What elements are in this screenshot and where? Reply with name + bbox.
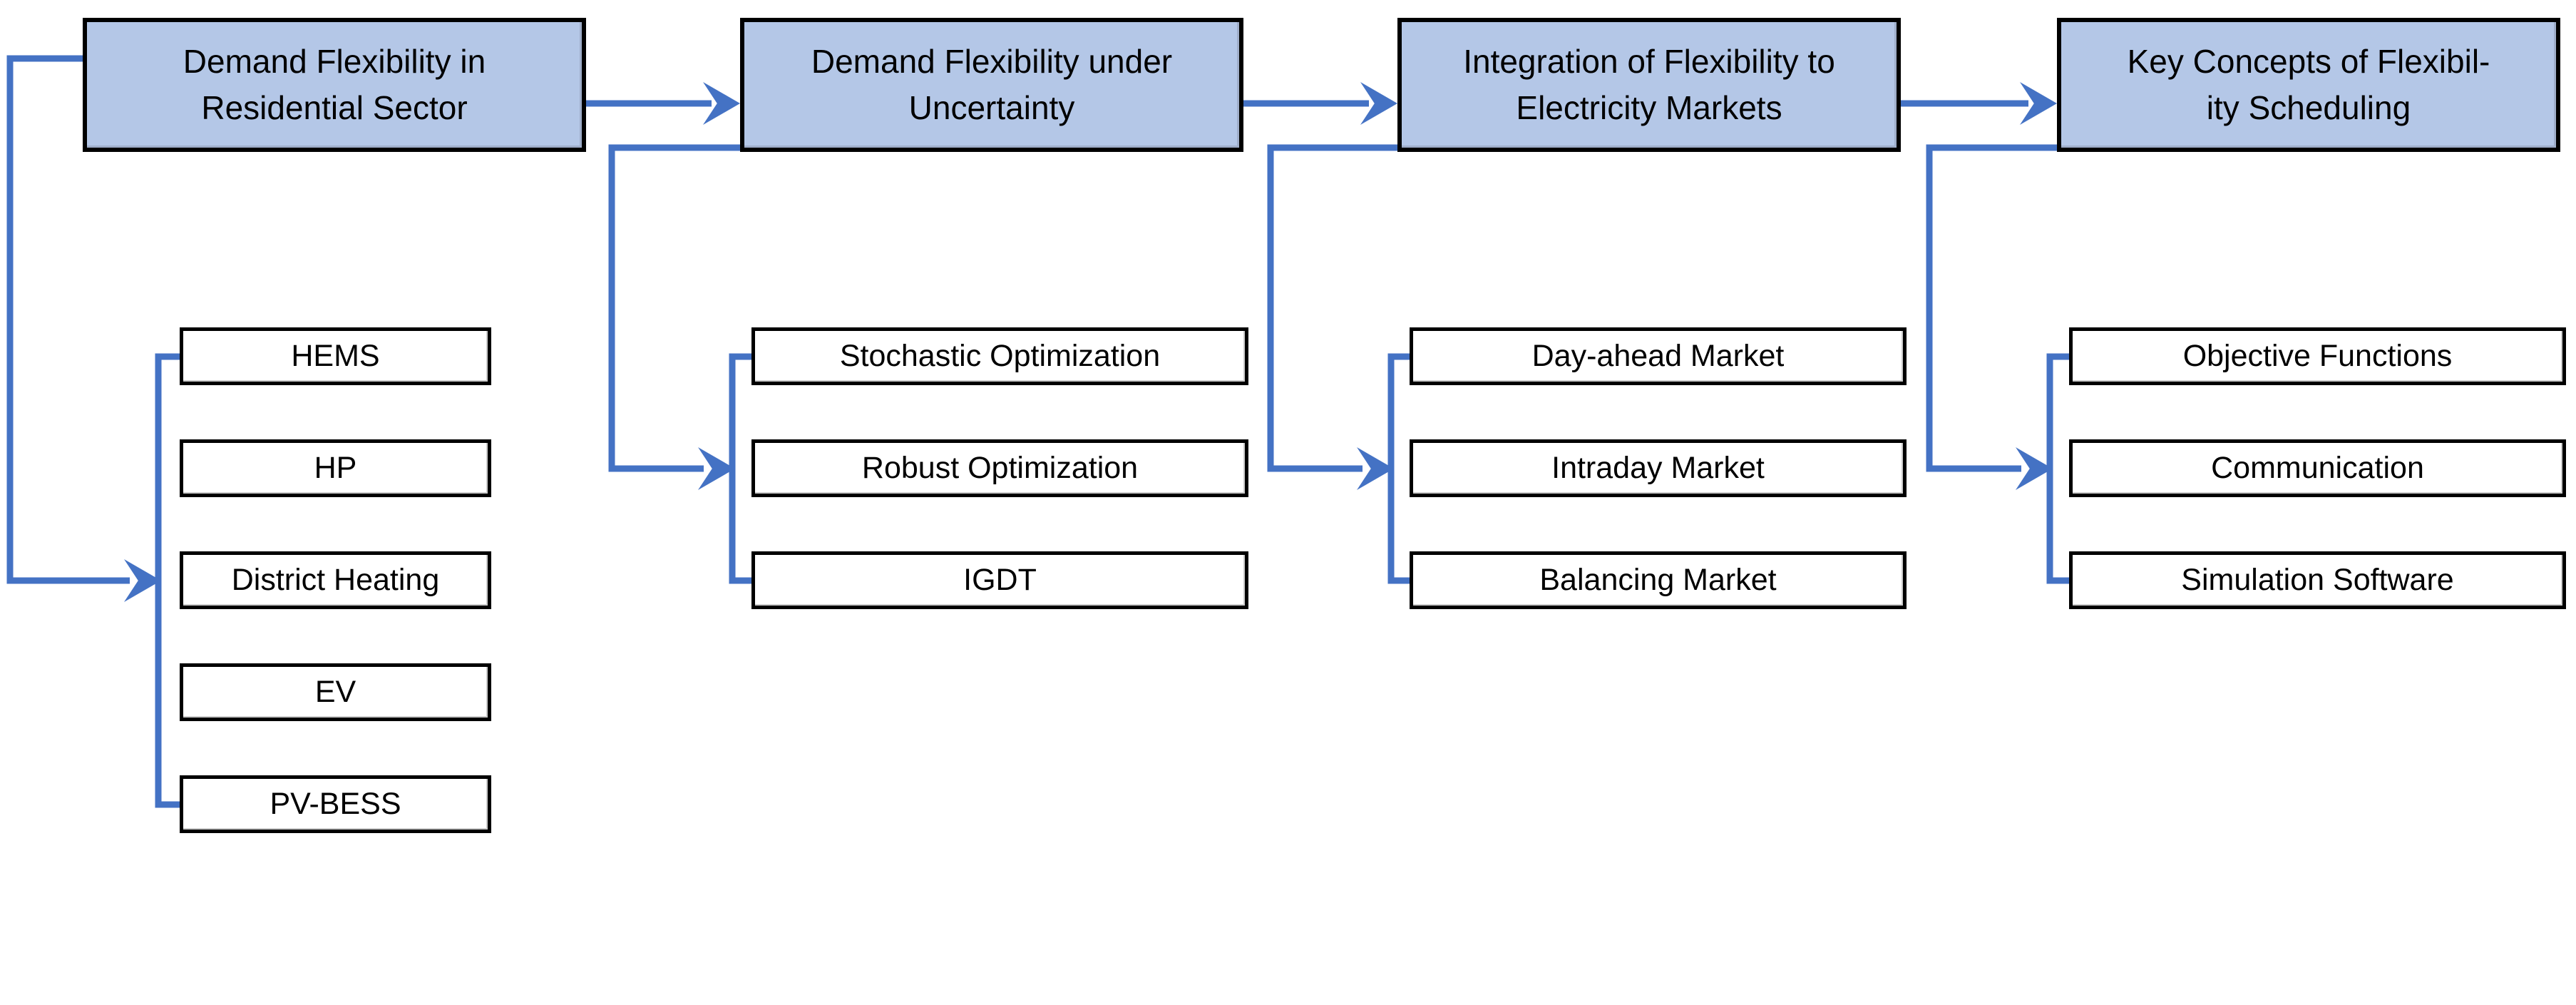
- arrow-1-to-2-head: [703, 82, 740, 125]
- header-label-col-3: Integration of Flexibility to Electricit…: [1463, 42, 1835, 126]
- leaf-label-district-heating: District Heating: [231, 562, 440, 597]
- leaf-label-stochastic-optimization: Stochastic Optimization: [839, 338, 1161, 373]
- col-1-feed-arrow-head-icon: [124, 559, 161, 602]
- leaf-box-day-ahead-market[interactable]: Day-ahead Market: [1410, 327, 1907, 385]
- leaf-box-hems[interactable]: HEMS: [180, 327, 491, 385]
- arrow-3-to-4-head: [2020, 82, 2057, 125]
- leaf-box-objective-functions[interactable]: Objective Functions: [2069, 327, 2566, 385]
- leaf-box-intraday-market[interactable]: Intraday Market: [1410, 439, 1907, 497]
- col-4-feed-arrow-head-icon: [2016, 447, 2053, 490]
- leaf-box-robust-optimization[interactable]: Robust Optimization: [751, 439, 1248, 497]
- leaf-box-district-heating[interactable]: District Heating: [180, 551, 491, 609]
- header-label-col-4: Key Concepts of Flexibil- ity Scheduling: [2127, 42, 2490, 126]
- header-box-col-2[interactable]: Demand Flexibility under Uncertainty: [740, 18, 1243, 152]
- header-box-col-4[interactable]: Key Concepts of Flexibil- ity Scheduling: [2057, 18, 2560, 152]
- leaf-label-day-ahead-market: Day-ahead Market: [1531, 338, 1785, 373]
- leaf-box-igdt[interactable]: IGDT: [751, 551, 1248, 609]
- col-3-feed-arrow-head-icon: [1357, 447, 1394, 490]
- leaf-label-objective-functions: Objective Functions: [2182, 338, 2453, 373]
- arrow-2-to-3-head: [1360, 82, 1397, 125]
- leaf-label-ev: EV: [314, 674, 356, 709]
- leaf-label-simulation-software: Simulation Software: [2181, 562, 2454, 597]
- header-label-col-1: Demand Flexibility in Residential Sector: [183, 42, 486, 126]
- leaf-box-balancing-market[interactable]: Balancing Market: [1410, 551, 1907, 609]
- leaf-label-hems: HEMS: [291, 338, 380, 373]
- leaf-box-communication[interactable]: Communication: [2069, 439, 2566, 497]
- leaf-box-stochastic-optimization[interactable]: Stochastic Optimization: [751, 327, 1248, 385]
- leaf-box-ev[interactable]: EV: [180, 663, 491, 721]
- leaf-label-hp: HP: [314, 450, 357, 485]
- leaf-label-igdt: IGDT: [963, 562, 1037, 597]
- col-2-feed-arrow-head-icon: [698, 447, 735, 490]
- leaf-label-intraday-market: Intraday Market: [1551, 450, 1765, 485]
- leaf-box-simulation-software[interactable]: Simulation Software: [2069, 551, 2566, 609]
- header-label-col-2: Demand Flexibility under Uncertainty: [811, 42, 1173, 126]
- leaf-label-communication: Communication: [2211, 450, 2424, 485]
- leaf-box-pv-bess[interactable]: PV-BESS: [180, 775, 491, 833]
- header-box-col-1[interactable]: Demand Flexibility in Residential Sector: [83, 18, 586, 152]
- header-box-col-3[interactable]: Integration of Flexibility to Electricit…: [1397, 18, 1901, 152]
- leaf-label-robust-optimization: Robust Optimization: [861, 450, 1139, 485]
- leaf-box-hp[interactable]: HP: [180, 439, 491, 497]
- leaf-label-balancing-market: Balancing Market: [1539, 562, 1777, 597]
- leaf-label-pv-bess: PV-BESS: [270, 786, 401, 821]
